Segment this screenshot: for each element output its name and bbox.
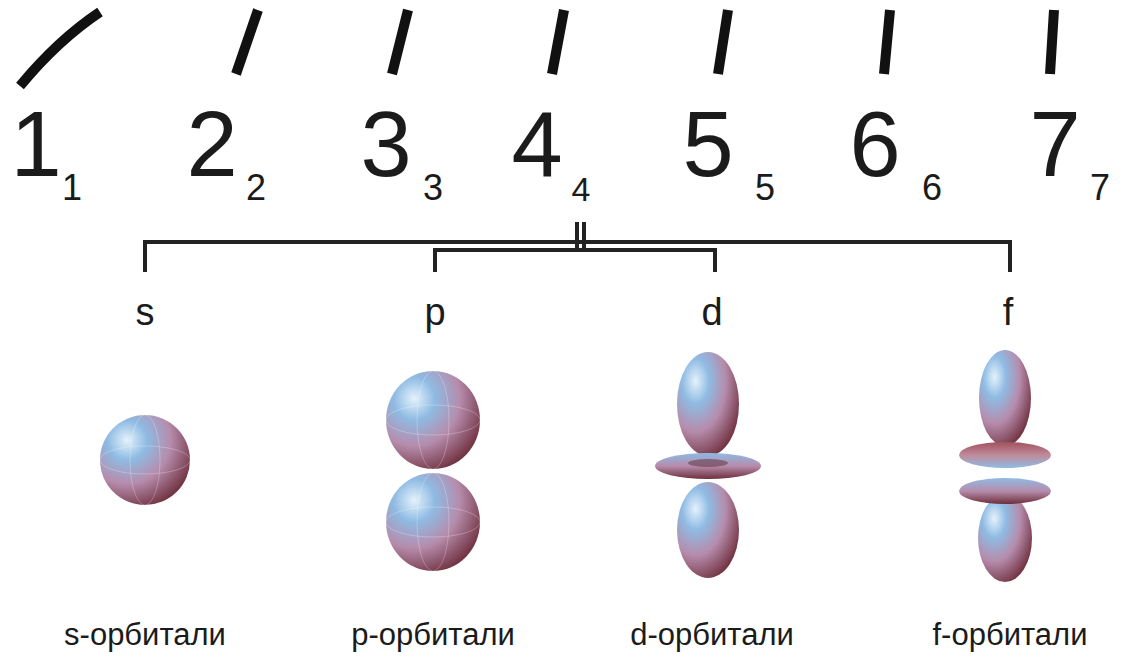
shell-number: 5 [682, 98, 733, 190]
shell-number: 7 [1029, 98, 1080, 190]
p-orbital [386, 371, 480, 571]
shell-subscript: 6 [922, 170, 942, 206]
shell-subscript: 7 [1090, 170, 1110, 206]
sublevel-letter: f [1003, 293, 1014, 331]
s-orbital [100, 415, 190, 505]
shell-number: 4 [511, 98, 562, 190]
bracket [145, 222, 1010, 272]
bracket-stub [575, 222, 579, 250]
slash-stroke [1050, 10, 1054, 74]
orbital-caption: s-орбитали [64, 619, 226, 650]
shell-number: 3 [360, 98, 411, 190]
slash-stroke [236, 10, 258, 74]
sublevel-letter: s [136, 293, 155, 331]
orbital-caption: f-орбитали [933, 619, 1088, 650]
shell-number: 2 [186, 98, 237, 190]
d-orbital [655, 352, 761, 578]
inner-bracket [435, 250, 715, 272]
slash-stroke [552, 10, 564, 74]
slash-stroke [884, 10, 890, 74]
shell-subscript: 4 [572, 172, 591, 206]
slash-stroke [392, 10, 408, 74]
orbital-caption: d-орбитали [630, 619, 794, 650]
orbital-caption: p-орбитали [351, 619, 515, 650]
bracket-stub [582, 222, 586, 250]
shell-number: 1 [10, 98, 61, 190]
sublevel-letter: d [701, 293, 722, 331]
slash-stroke [718, 10, 728, 74]
shell-subscript: 3 [423, 170, 443, 206]
shell-subscript: 2 [246, 170, 266, 206]
shell-number: 6 [849, 98, 900, 190]
shell-subscript: 1 [62, 170, 82, 206]
f-orbital [959, 350, 1051, 582]
curved-stroke [20, 12, 100, 86]
sublevel-letter: p [424, 293, 445, 331]
shell-subscript: 5 [755, 170, 775, 206]
top-strokes [20, 10, 1054, 86]
